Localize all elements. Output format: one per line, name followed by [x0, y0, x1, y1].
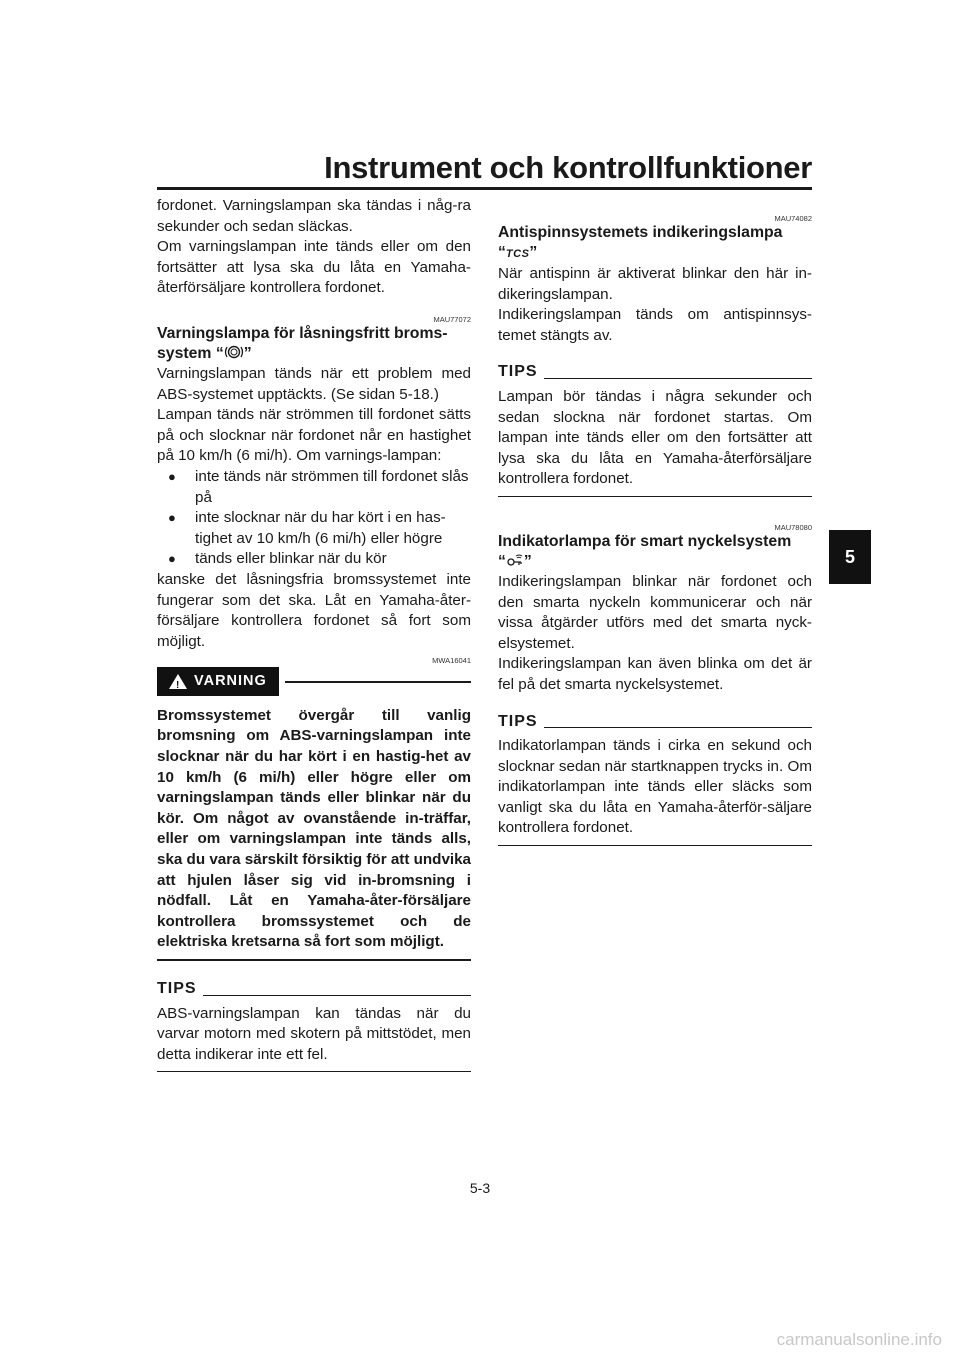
abs-icon — [224, 345, 243, 359]
intro-paragraph-1: fordonet. Varningslampan ska tändas i nå… — [157, 197, 471, 235]
smart-key-heading: Indikatorlampa för smart nyckelsystem — [498, 532, 792, 550]
smart-key-icon — [507, 554, 523, 566]
tcs-open-quote: “ — [498, 244, 506, 261]
tips-label: TIPS — [498, 712, 538, 730]
tips-rule — [202, 994, 471, 996]
reference-code: MAU74082 — [774, 214, 812, 223]
tcs-paragraph-1: När antispinn är aktiverat blinkar den h… — [498, 265, 812, 303]
tcs-heading: Antispinnsystemets indikeringslampa — [498, 224, 783, 241]
intro-paragraph-2: Om varningslampan inte tänds eller om de… — [157, 238, 471, 297]
tcs-symbol-line: “TCS” — [498, 243, 812, 264]
abs-heading-text: Varningslampa för låsningsfritt broms-sy… — [157, 324, 448, 362]
list-item: inte slocknar när du har kört i en has-t… — [157, 508, 471, 549]
tips-rule — [543, 727, 812, 729]
chapter-tab: 5 — [829, 530, 871, 584]
tcs-icon: TCS — [505, 248, 530, 260]
abs-paragraph-1: Varningslampan tänds när ett problem med… — [157, 364, 471, 403]
tcs-paragraph-2: Indikeringslampan tänds om antispinnsys-… — [498, 306, 812, 344]
key-close-quote: ” — [523, 552, 532, 570]
tips-end-rule — [498, 845, 812, 847]
warning-end-rule — [157, 959, 471, 961]
warning-icon: ! — [169, 674, 187, 691]
warning-header: ! VARNING — [157, 667, 471, 696]
tips-header: TIPS — [498, 712, 812, 733]
smart-key-paragraph-1: Indikeringslampan blinkar när fordonet o… — [498, 572, 812, 652]
tips-header: TIPS — [498, 362, 812, 383]
left-column: fordonet. Varningslampan ska tändas i nå… — [157, 196, 471, 1073]
tcs-close-quote: ” — [529, 244, 538, 261]
warning-text: Bromssystemet övergår till vanlig bromsn… — [157, 706, 471, 951]
warning-badge: ! VARNING — [157, 667, 279, 696]
reference-code: MAU78080 — [774, 522, 812, 532]
list-item: tänds eller blinkar när du kör — [157, 549, 471, 570]
abs-bullet-list: inte tänds när strömmen till fordonet sl… — [157, 467, 471, 570]
tips-text: Indikatorlampan tänds i cirka en sekund … — [498, 737, 812, 837]
right-column: MAU74082 Antispinnsystemets indikeringsl… — [498, 196, 812, 847]
tips-rule — [543, 377, 812, 379]
warning-rule — [284, 680, 471, 683]
warning-code: MWA16041 — [432, 656, 471, 666]
abs-paragraph-2: Lampan tänds när strömmen till fordonet … — [157, 406, 471, 465]
tips-text: ABS-varningslampan kan tändas när du var… — [157, 1004, 471, 1063]
warning-label: VARNING — [194, 673, 267, 690]
tips-end-rule — [498, 495, 812, 497]
tips-text: Lampan bör tändas i några sekunder och s… — [498, 387, 812, 488]
page-number: 5-3 — [469, 1180, 491, 1196]
abs-heading: Varningslampa för låsningsfritt broms-sy… — [157, 324, 471, 364]
tips-header: TIPS — [157, 979, 471, 1000]
reference-code: MAU77072 — [433, 314, 471, 324]
tips-label: TIPS — [157, 980, 197, 997]
smart-key-symbol-line: “” — [498, 552, 812, 572]
key-open-quote: “ — [498, 552, 506, 570]
tips-label: TIPS — [498, 363, 538, 381]
abs-paragraph-3: kanske det låsningsfria bromssystemet in… — [157, 570, 471, 650]
page-title: Instrument och kontrollfunktioner — [324, 150, 812, 185]
header-rule — [157, 187, 812, 190]
list-item: inte tänds när strömmen till fordonet sl… — [157, 467, 471, 508]
watermark: carmanualsonline.info — [776, 1330, 942, 1349]
smart-key-paragraph-2: Indikeringslampan kan även blinka om det… — [498, 655, 812, 693]
abs-heading-close: ” — [243, 344, 252, 362]
tips-end-rule — [157, 1071, 471, 1073]
